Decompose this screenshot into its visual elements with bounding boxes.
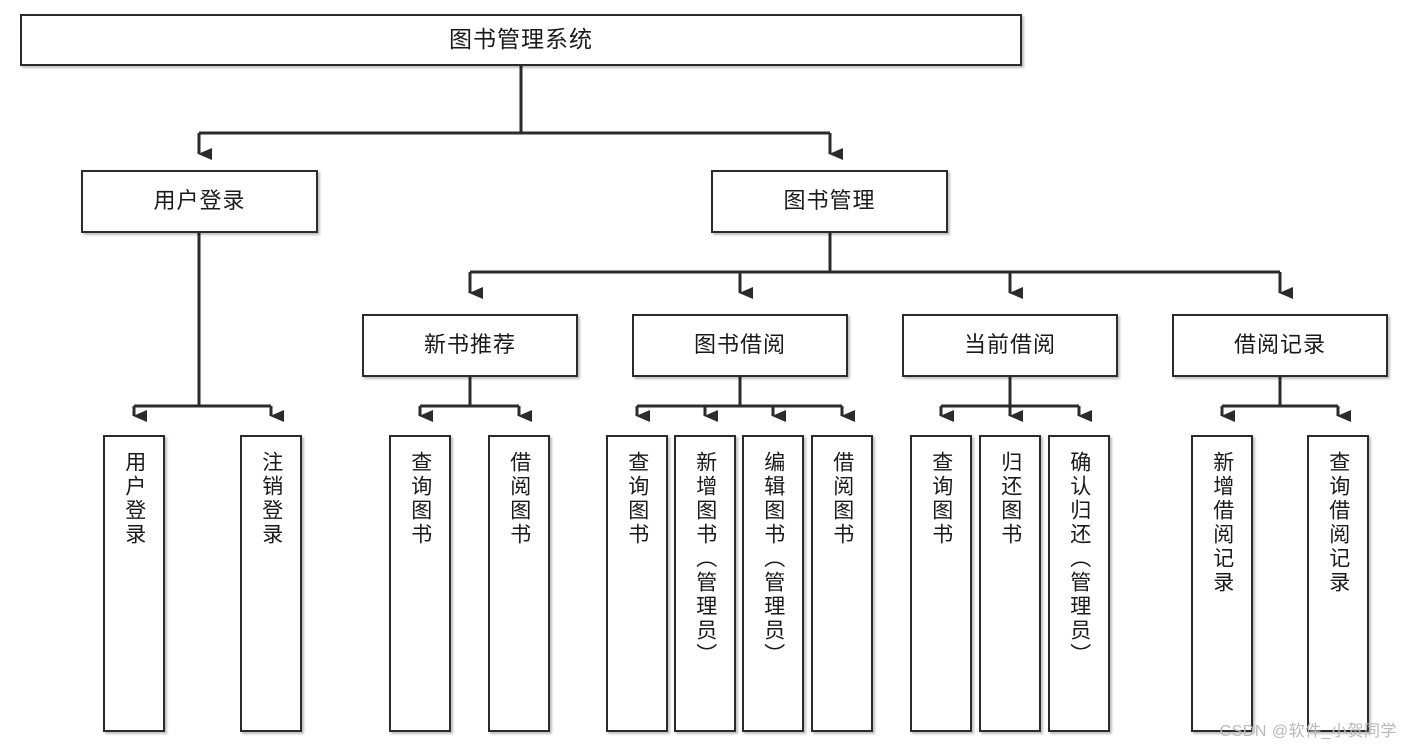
node-leaf-borrow-book-1[interactable]: 借阅图书 xyxy=(488,435,550,732)
node-leaf-return-book-label: 归还图书 xyxy=(998,451,1022,547)
node-root-label: 图书管理系统 xyxy=(449,26,593,53)
node-leaf-edit-book[interactable]: 编辑图书（管理员） xyxy=(742,435,804,732)
node-leaf-user-logout[interactable]: 注销登录 xyxy=(240,435,302,732)
node-new-book-recommend[interactable]: 新书推荐 xyxy=(362,314,578,377)
node-leaf-edit-book-label: 编辑图书（管理员） xyxy=(761,451,785,667)
node-leaf-query-book-2[interactable]: 查询图书 xyxy=(606,435,668,732)
node-leaf-borrow-book-2-label: 借阅图书 xyxy=(830,451,854,547)
node-leaf-confirm-return[interactable]: 确认归还（管理员） xyxy=(1048,435,1110,732)
node-book-borrow[interactable]: 图书借阅 xyxy=(632,314,848,377)
node-leaf-add-book-label: 新增图书（管理员） xyxy=(693,451,717,667)
node-leaf-add-record-label: 新增借阅记录 xyxy=(1210,451,1234,595)
node-user-login[interactable]: 用户登录 xyxy=(81,170,318,233)
node-leaf-query-book-2-label: 查询图书 xyxy=(625,451,649,547)
watermark: CSDN @软件_小贺同学 xyxy=(1219,723,1397,740)
node-leaf-query-book-1-label: 查询图书 xyxy=(408,451,432,547)
node-leaf-query-record-label: 查询借阅记录 xyxy=(1326,451,1350,595)
node-current-borrow-label: 当前借阅 xyxy=(963,332,1056,358)
node-root[interactable]: 图书管理系统 xyxy=(20,14,1022,66)
node-book-manage[interactable]: 图书管理 xyxy=(711,170,948,233)
node-leaf-confirm-return-label: 确认归还（管理员） xyxy=(1067,451,1091,667)
node-leaf-user-login-label: 用户登录 xyxy=(122,451,146,547)
node-leaf-borrow-book-1-label: 借阅图书 xyxy=(507,451,531,547)
node-leaf-user-login[interactable]: 用户登录 xyxy=(103,435,165,732)
node-borrow-record-label: 借阅记录 xyxy=(1233,332,1326,358)
node-leaf-return-book[interactable]: 归还图书 xyxy=(979,435,1041,732)
node-leaf-query-book-3[interactable]: 查询图书 xyxy=(910,435,972,732)
node-borrow-record[interactable]: 借阅记录 xyxy=(1172,314,1388,377)
node-leaf-query-record[interactable]: 查询借阅记录 xyxy=(1307,435,1369,732)
node-leaf-query-book-1[interactable]: 查询图书 xyxy=(389,435,451,732)
node-user-login-label: 用户登录 xyxy=(153,188,246,214)
node-leaf-user-logout-label: 注销登录 xyxy=(259,451,283,547)
node-current-borrow[interactable]: 当前借阅 xyxy=(902,314,1118,377)
node-book-manage-label: 图书管理 xyxy=(783,188,876,214)
node-leaf-borrow-book-2[interactable]: 借阅图书 xyxy=(811,435,873,732)
node-leaf-query-book-3-label: 查询图书 xyxy=(929,451,953,547)
node-leaf-add-book[interactable]: 新增图书（管理员） xyxy=(674,435,736,732)
node-new-book-recommend-label: 新书推荐 xyxy=(423,332,516,358)
node-leaf-add-record[interactable]: 新增借阅记录 xyxy=(1191,435,1253,732)
node-book-borrow-label: 图书借阅 xyxy=(693,332,786,358)
